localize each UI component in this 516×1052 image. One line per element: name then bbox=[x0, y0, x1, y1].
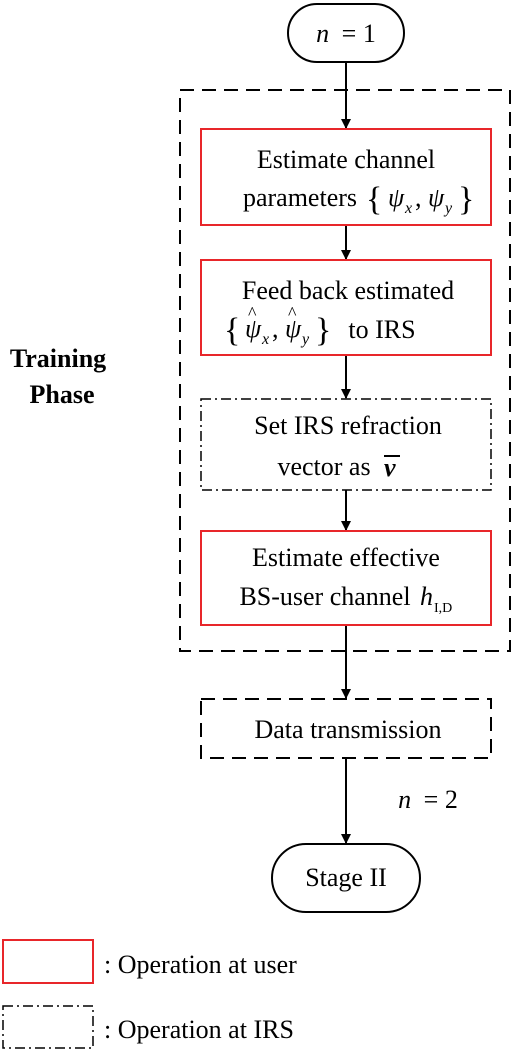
svg-text:y: y bbox=[300, 331, 310, 348]
svg-text:y: y bbox=[443, 200, 453, 217]
step-feed-back: Feed back estimated { ψ ^ x , ψ ^ y } to… bbox=[200, 259, 492, 356]
svg-text:ν: ν bbox=[384, 453, 396, 482]
step1-line2: parameters bbox=[243, 183, 357, 212]
svg-text:}: } bbox=[315, 312, 331, 349]
svg-text:{: { bbox=[224, 312, 240, 349]
phase-label-line1: Training bbox=[10, 344, 106, 373]
step-estimate-channel: Estimate channel parameters { ψ x , ψ y … bbox=[200, 128, 492, 226]
transition-var: n bbox=[398, 785, 411, 814]
svg-text:ψ: ψ bbox=[428, 183, 445, 212]
end-node-label: Stage II bbox=[305, 863, 387, 892]
step4-line2: BS-user channel bbox=[239, 582, 410, 611]
data-transmission-box: Data transmission bbox=[200, 698, 492, 759]
step4-line1: Estimate effective bbox=[252, 543, 440, 572]
step3-line1: Set IRS refraction bbox=[254, 411, 442, 440]
svg-text:,: , bbox=[272, 314, 279, 343]
step1-math-psi-set: { ψ x , ψ y } bbox=[366, 181, 474, 218]
svg-text:}: } bbox=[458, 181, 474, 218]
svg-text:x: x bbox=[261, 331, 269, 348]
step2-line2: to IRS bbox=[348, 315, 415, 344]
data-transmission-label: Data transmission bbox=[254, 715, 441, 744]
start-node: n = 1 bbox=[287, 3, 405, 63]
svg-text:I,D: I,D bbox=[434, 601, 452, 616]
svg-text:^: ^ bbox=[248, 303, 257, 323]
svg-text:ψ: ψ bbox=[285, 314, 302, 343]
step1-line1: Estimate channel bbox=[257, 145, 435, 174]
svg-text:^: ^ bbox=[288, 303, 297, 323]
start-eq: = 1 bbox=[342, 19, 376, 48]
svg-text:n = 1: n = 1 bbox=[316, 19, 376, 48]
step4-math-h: h I,D bbox=[420, 582, 452, 616]
step2-line1: Feed back estimated bbox=[242, 276, 454, 305]
transition-label: n = 2 bbox=[398, 785, 458, 814]
svg-text:{: { bbox=[366, 181, 382, 218]
step-estimate-effective: Estimate effective BS-user channel h I,D bbox=[200, 530, 492, 626]
legend-irs-swatch bbox=[2, 1005, 94, 1049]
legend-irs-label: : Operation at IRS bbox=[104, 1015, 294, 1044]
svg-text:x: x bbox=[404, 200, 412, 217]
step3-line2: vector as bbox=[277, 452, 370, 481]
svg-text:ψ: ψ bbox=[388, 183, 405, 212]
svg-text:,: , bbox=[415, 183, 422, 212]
phase-label-line2: Phase bbox=[30, 380, 95, 409]
step3-math-nu-bar: ν bbox=[384, 453, 400, 482]
legend-user-label: : Operation at user bbox=[104, 950, 297, 979]
transition-eq: = 2 bbox=[424, 785, 458, 814]
legend-user-swatch bbox=[2, 939, 94, 984]
svg-text:ψ: ψ bbox=[245, 314, 262, 343]
start-var: n bbox=[316, 19, 329, 48]
legend: : Operation at user : Operation at IRS bbox=[2, 939, 297, 1049]
svg-text:h: h bbox=[420, 582, 433, 611]
step-set-irs-vector: Set IRS refraction vector as ν bbox=[200, 398, 492, 491]
end-node-stage-ii: Stage II bbox=[271, 843, 421, 913]
step2-math-psi-hat-set: { ψ ^ x , ψ ^ y } bbox=[224, 303, 331, 349]
